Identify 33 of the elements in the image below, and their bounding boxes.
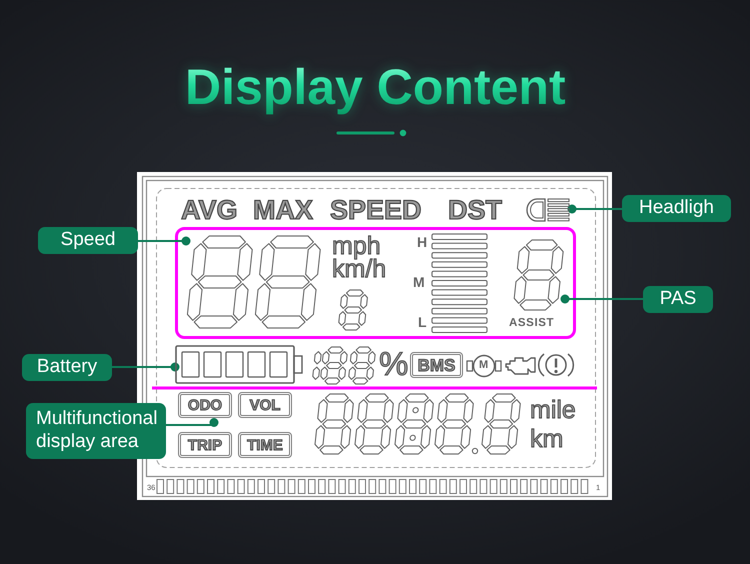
- lcd-label: AVG: [181, 197, 238, 224]
- lcd-label: M: [413, 275, 425, 289]
- lcd-label: ASSIST: [509, 318, 554, 330]
- leader-line: [560, 294, 643, 304]
- lcd-label: mile: [530, 398, 576, 423]
- status-indicator: BMS: [410, 352, 463, 378]
- lcd-label: km: [530, 427, 564, 452]
- callout-label: PAS: [643, 286, 713, 313]
- mode-indicator: VOL: [238, 392, 292, 418]
- leader-line: [568, 204, 622, 214]
- mode-indicator: ODO: [178, 392, 232, 418]
- mode-indicator: TIME: [238, 432, 292, 458]
- mode-indicator: TRIP: [178, 432, 232, 458]
- callout-label: Battery: [22, 354, 112, 381]
- lcd-label: H: [417, 235, 428, 249]
- leader-line: [112, 362, 180, 372]
- callout-label: Multifunctional display area: [26, 403, 166, 459]
- lcd-label: L: [418, 315, 427, 329]
- lcd-label: SPEED: [330, 197, 422, 224]
- battery-icon: [175, 345, 303, 384]
- leader-line: [166, 418, 218, 427]
- lcd-label: M: [479, 360, 488, 371]
- lcd-label: MAX: [253, 197, 313, 224]
- headlight-icon: [526, 197, 572, 223]
- unit-label: mph: [332, 234, 381, 259]
- callout-label: Speed: [38, 227, 138, 254]
- lcd-label: %: [379, 347, 408, 380]
- lcd-label: DST: [448, 197, 502, 224]
- callout-label: Headligh: [622, 195, 731, 222]
- segment-digit-icon: [513, 240, 565, 310]
- segment-digits-icon: [186, 236, 322, 328]
- leader-line: [138, 236, 190, 246]
- unit-label: km/h: [332, 257, 386, 282]
